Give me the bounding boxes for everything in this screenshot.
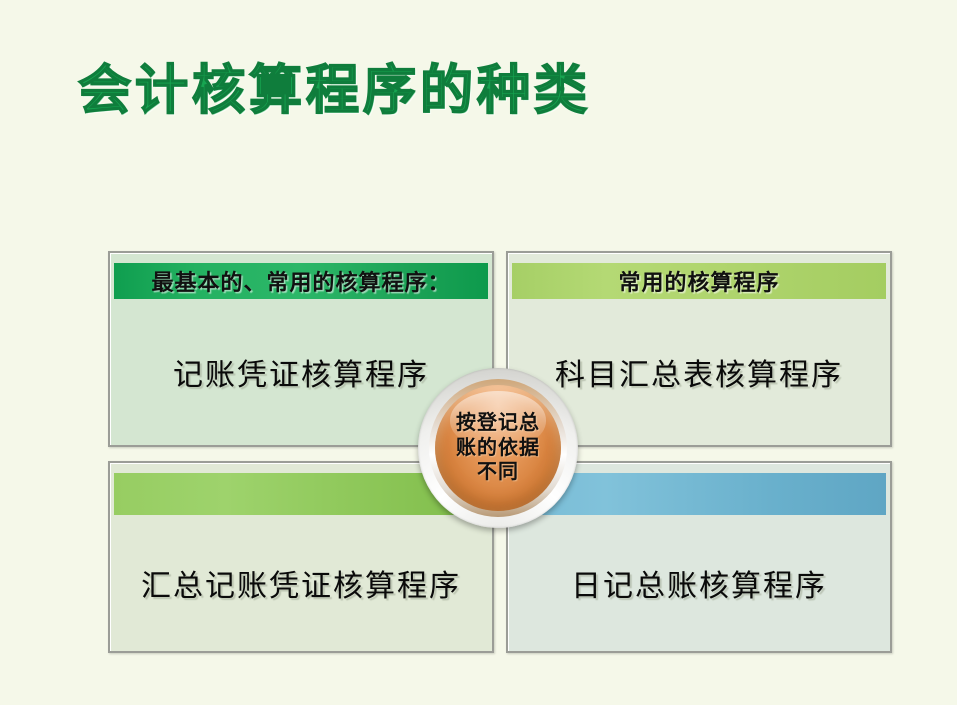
- page-title: 会计核算程序的种类: [77, 60, 591, 121]
- card-bottom-left-body-label: 汇总记账凭证核算程序: [141, 570, 461, 603]
- card-top-left-header: 最基本的、常用的核算程序：: [114, 263, 488, 299]
- card-top-left-body: 记账凭证核算程序: [110, 305, 492, 439]
- center-badge-line-3: 不同: [477, 461, 519, 484]
- card-bottom-right[interactable]: 日记总账核算程序: [506, 461, 892, 653]
- card-top-right-header-label: 常用的核算程序: [618, 270, 780, 295]
- card-top-left-body-label: 记账凭证核算程序: [173, 359, 429, 392]
- center-badge[interactable]: 按登记总 账的依据 不同: [418, 368, 578, 528]
- card-top-left-header-label: 最基本的、常用的核算程序：: [151, 270, 451, 295]
- center-badge-line-1: 按登记总: [456, 412, 540, 435]
- card-top-left[interactable]: 最基本的、常用的核算程序： 记账凭证核算程序: [108, 251, 494, 447]
- card-top-right-body-label: 科目汇总表核算程序: [555, 359, 843, 392]
- card-bottom-right-header: [512, 473, 886, 515]
- card-top-right-body: 科目汇总表核算程序: [508, 305, 890, 439]
- center-badge-face: 按登记总 账的依据 不同: [435, 385, 561, 511]
- card-bottom-right-body-label: 日记总账核算程序: [571, 570, 827, 603]
- card-bottom-left[interactable]: 汇总记账凭证核算程序: [108, 461, 494, 653]
- center-badge-line-2: 账的依据: [456, 436, 540, 459]
- card-top-right[interactable]: 常用的核算程序 科目汇总表核算程序: [506, 251, 892, 447]
- card-bottom-right-body: 日记总账核算程序: [508, 521, 890, 645]
- card-bottom-left-body: 汇总记账凭证核算程序: [110, 521, 492, 645]
- card-top-right-header: 常用的核算程序: [512, 263, 886, 299]
- center-badge-text: 按登记总 账的依据 不同: [456, 411, 540, 484]
